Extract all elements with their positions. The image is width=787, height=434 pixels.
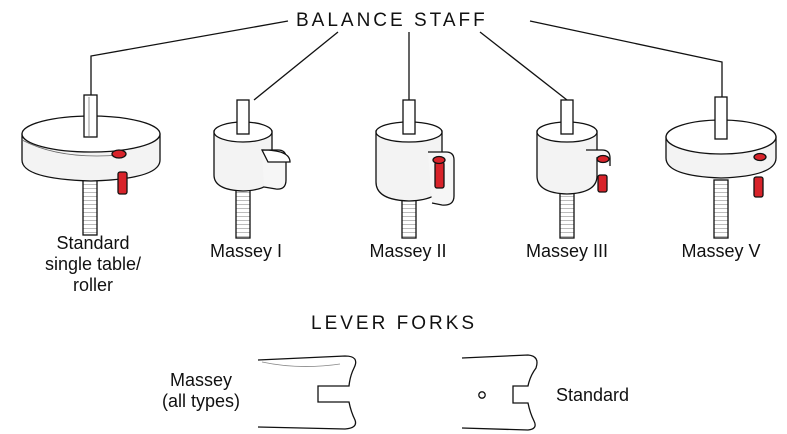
balance-staff-heading: BALANCE STAFF [296,10,488,31]
label-massey-2: Massey II [369,241,447,261]
label-fork-massey: Massey (all types) [161,370,241,411]
fork-massey [257,355,357,430]
fork-standard [461,354,538,431]
ruby-pin [117,171,128,195]
leader-massey-3 [479,31,568,101]
label-massey-1: Massey I [209,241,283,261]
roller-massey-3 [536,99,611,239]
leader-massey-5 [529,20,723,112]
roller-massey-1 [213,99,291,239]
ruby-pin [597,174,608,193]
impulse-jewel [753,152,767,162]
roller-massey-5 [665,96,777,239]
label-massey-5: Massey V [681,241,761,261]
leader-standard [90,20,289,112]
leader-lines [90,20,723,112]
label-standard-roller: Standard single table/ roller [44,233,142,295]
label-massey-3: Massey III [525,241,609,261]
roller-massey-2 [375,99,455,239]
roller-standard [21,94,161,236]
ruby-pin [753,176,764,198]
guard-pin-hole [478,391,486,399]
impulse-jewel [111,149,127,159]
leader-massey-1 [253,31,339,101]
lever-forks-heading: LEVER FORKS [311,313,478,334]
label-fork-standard: Standard [556,385,630,405]
ruby-pin [434,161,445,189]
